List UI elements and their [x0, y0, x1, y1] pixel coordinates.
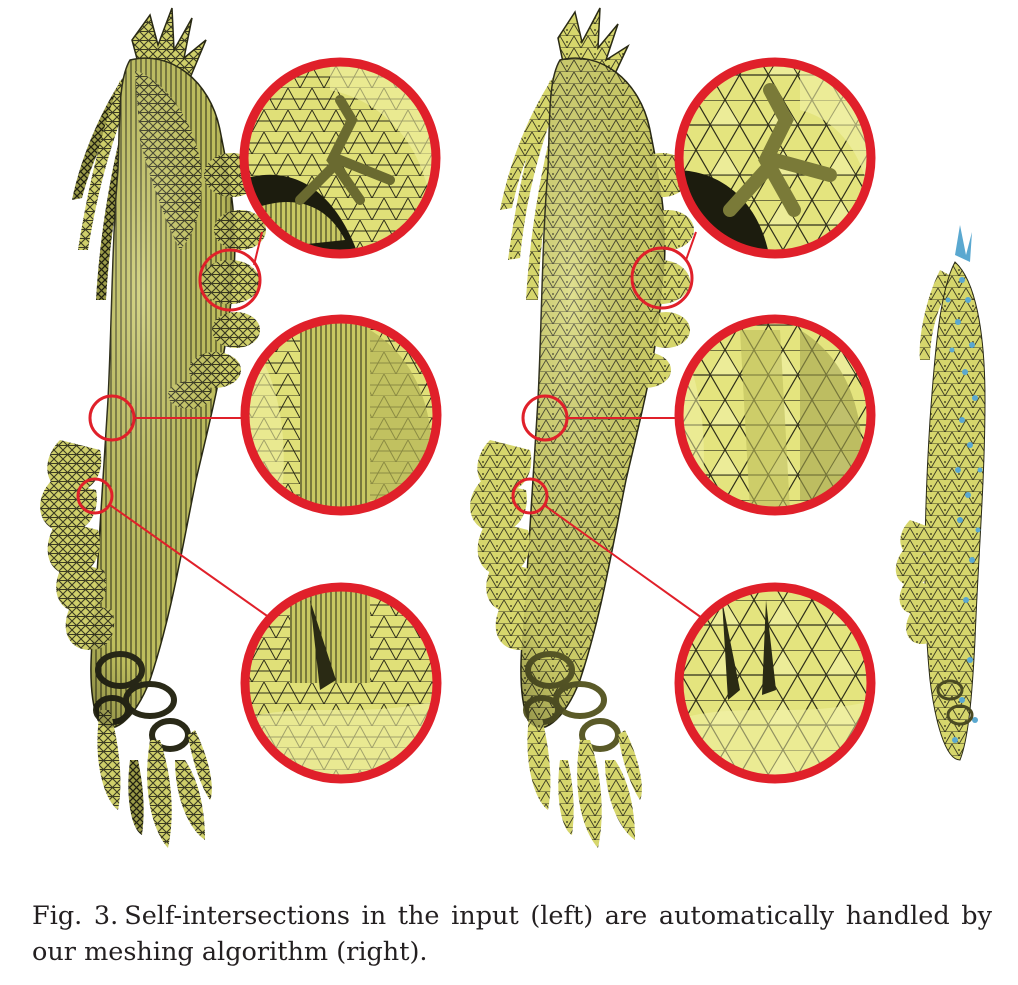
zoom-inset-output-top [674, 57, 876, 259]
intersection-highlight-model [895, 225, 986, 761]
zoom-inset-input-bottom [240, 582, 442, 784]
figure-caption: Fig. 3.Self-intersections in the input (… [32, 898, 992, 970]
figure-illustration [40, 7, 986, 848]
region-markers [76, 246, 694, 515]
input-mesh-model [40, 7, 266, 848]
zoom-inset-output-bottom [674, 582, 876, 784]
caption-text: Self-intersections in the input (left) a… [32, 901, 992, 967]
output-mesh-model [470, 7, 694, 848]
zoom-inset-input-middle [240, 314, 442, 516]
zoom-inset-output-middle [674, 314, 876, 516]
figure-label: Fig. 3. [32, 901, 119, 931]
zoom-inset-input-top [239, 57, 441, 259]
callout-lines [109, 231, 703, 619]
